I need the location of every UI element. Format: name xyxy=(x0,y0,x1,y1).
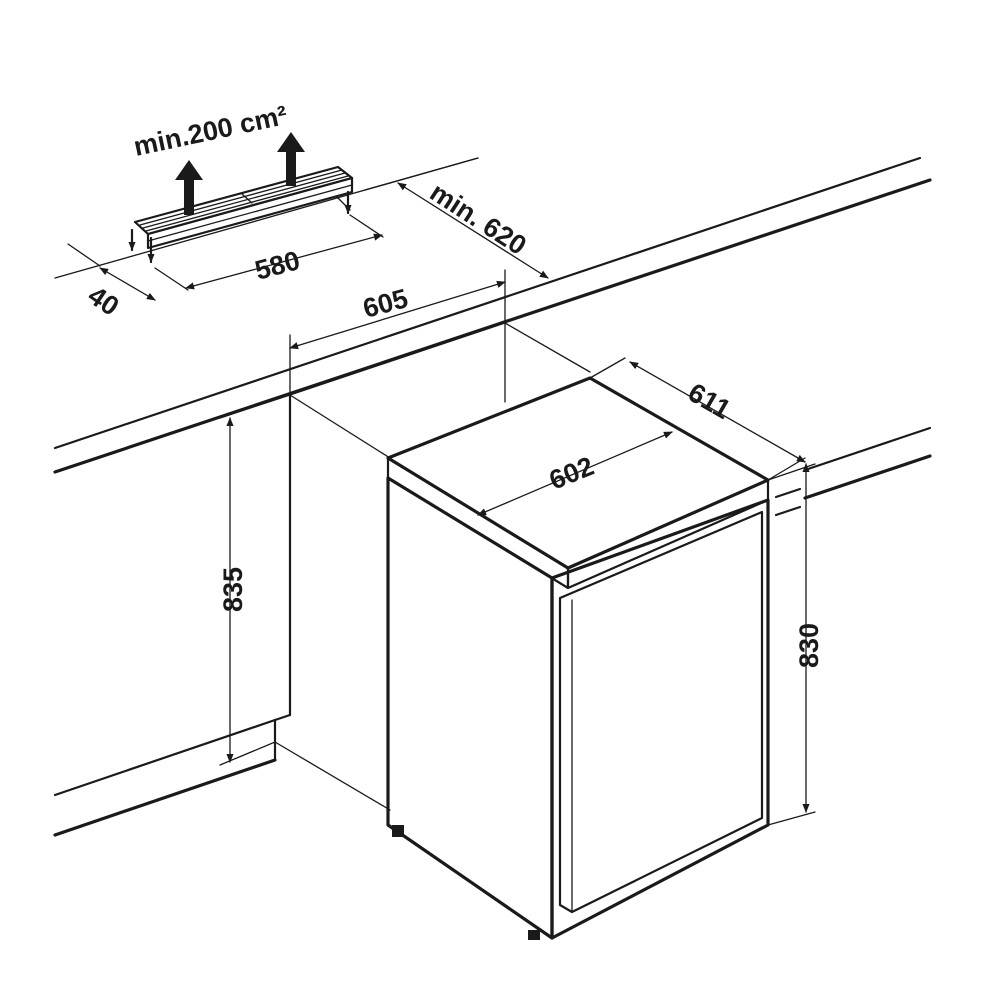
airflow-arrows xyxy=(128,132,352,264)
label-602: 602 xyxy=(545,451,598,496)
label-min-620: min. 620 xyxy=(425,177,532,261)
appliance-lid-front-edge xyxy=(386,456,570,590)
appliance-lid-side-edge xyxy=(566,478,770,590)
appliance-foot-left xyxy=(392,825,404,837)
label-835: 835 xyxy=(218,567,248,612)
label-605: 605 xyxy=(360,283,411,324)
airflow-arrow-left xyxy=(175,160,203,215)
niche-outline xyxy=(274,322,506,811)
label-40: 40 xyxy=(83,280,125,322)
left-cabinet xyxy=(53,393,292,837)
label-830: 830 xyxy=(794,623,824,668)
label-vent-area: min.200 cm² xyxy=(131,100,290,162)
appliance xyxy=(386,376,770,940)
ventilation-grille xyxy=(133,165,354,250)
label-580: 580 xyxy=(252,245,303,286)
airflow-arrow-right xyxy=(277,132,305,186)
appliance-door xyxy=(558,510,764,914)
dimension-lines xyxy=(54,157,816,826)
right-cabinet xyxy=(774,426,932,517)
appliance-foot-front xyxy=(528,930,540,940)
